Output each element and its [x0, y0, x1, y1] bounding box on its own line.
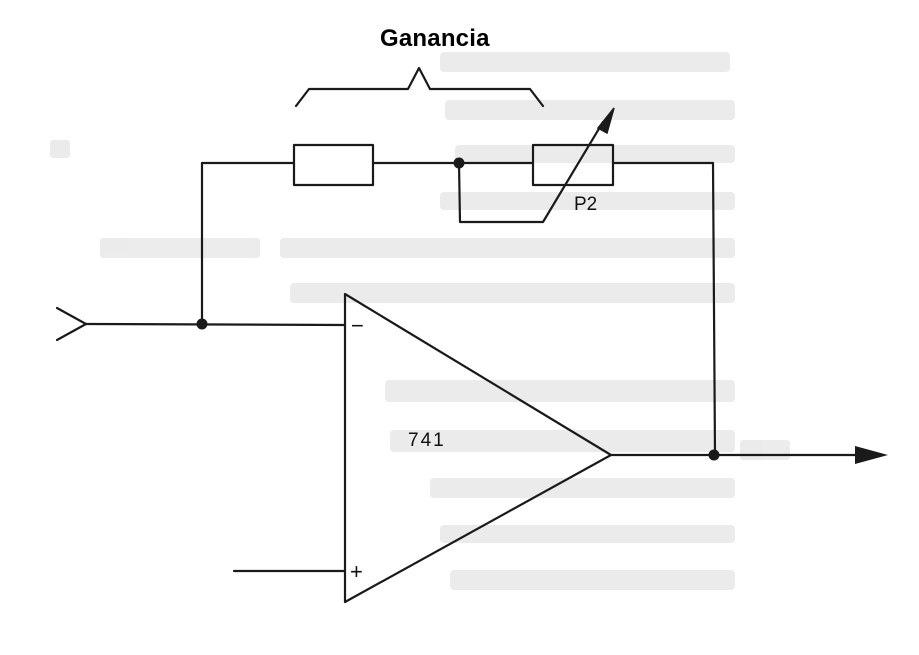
- potentiometer-p2: [531, 143, 615, 187]
- input-wire: [84, 322, 347, 327]
- wiper-loop-wire: [457, 120, 605, 224]
- potentiometer-label: P2: [574, 194, 597, 215]
- input-terminal-icon: [55, 306, 88, 342]
- scan-show-through: [50, 52, 790, 590]
- gain-title: Ganancia: [380, 25, 490, 52]
- inverting-input-label: −: [351, 313, 364, 338]
- gain-brace: [294, 66, 545, 108]
- junction-output: [708, 449, 720, 461]
- junction-input: [196, 318, 208, 330]
- resistor-r1: [292, 143, 375, 187]
- output-arrow-icon: [855, 446, 888, 464]
- feedback-right-wire: [711, 161, 717, 457]
- wiper-arrow-icon: [596, 107, 615, 135]
- junction-wiper: [453, 157, 465, 169]
- opamp-label: 741: [408, 430, 446, 451]
- non-inverting-input-label: +: [350, 559, 363, 584]
- opamp-741-triangle: [343, 292, 613, 604]
